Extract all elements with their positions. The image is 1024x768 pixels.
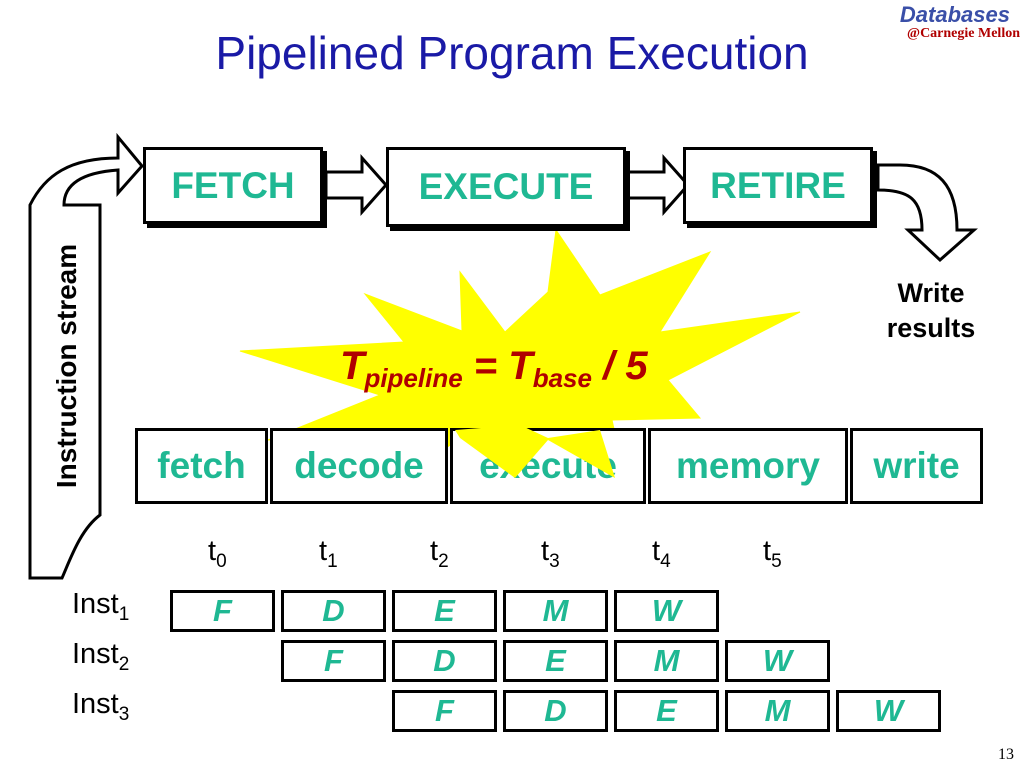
pipeline-cell: W xyxy=(614,590,719,632)
pipeline-cell: F xyxy=(392,690,497,732)
pipeline-cell: E xyxy=(614,690,719,732)
pipeline-cell: E xyxy=(503,640,608,682)
execute-to-retire-arrow xyxy=(626,154,691,216)
pipeline-stage-fetch: fetch xyxy=(135,428,268,504)
time-label: t4 xyxy=(652,535,671,572)
pipeline-cell: D xyxy=(503,690,608,732)
pipeline-cell: D xyxy=(392,640,497,682)
instruction-label: Inst1 xyxy=(72,588,130,625)
time-label: t1 xyxy=(319,535,338,572)
page-title: Pipelined Program Execution xyxy=(215,27,809,79)
pipeline-cell: M xyxy=(614,640,719,682)
fetch-to-execute-arrow xyxy=(324,154,389,216)
stage-retire: RETIRE xyxy=(683,147,873,224)
stage-fetch: FETCH xyxy=(143,147,323,224)
write-results-line: Write xyxy=(897,278,965,308)
stage-label: EXECUTE xyxy=(418,166,594,207)
write-results-label: Write results xyxy=(868,276,994,346)
stage-execute: EXECUTE xyxy=(386,147,626,227)
pipeline-stage-label: write xyxy=(873,445,960,486)
time-label: t2 xyxy=(430,535,449,572)
pipeline-stage-write: write xyxy=(850,428,983,504)
instruction-label: Inst3 xyxy=(72,688,130,725)
formula-divisor: / 5 xyxy=(591,344,648,388)
pipeline-stage-memory: memory xyxy=(648,428,848,504)
time-label: t0 xyxy=(208,535,227,572)
formula-sub-pipeline: pipeline xyxy=(364,363,463,393)
pipeline-cell: F xyxy=(281,640,386,682)
time-label: t5 xyxy=(763,535,782,572)
brand-logo-text: Databases xyxy=(899,2,1010,27)
time-label: t3 xyxy=(541,535,560,572)
formula-sub-base: base xyxy=(532,363,592,393)
pipeline-stage-decode: decode xyxy=(270,428,448,504)
pipeline-stage-label: decode xyxy=(294,445,424,486)
pipeline-cell: M xyxy=(725,690,830,732)
starburst-tail xyxy=(455,425,615,478)
stage-label: FETCH xyxy=(171,164,295,206)
stage-label: RETIRE xyxy=(710,164,846,206)
formula-equals: = xyxy=(462,344,509,388)
pipeline-stage-label: memory xyxy=(676,445,820,486)
pipeline-cell: E xyxy=(392,590,497,632)
pipeline-cell: D xyxy=(281,590,386,632)
pipeline-cell: M xyxy=(503,590,608,632)
formula-t: T xyxy=(340,344,365,388)
pipeline-stage-label: fetch xyxy=(157,445,246,486)
instruction-label: Inst2 xyxy=(72,638,130,675)
instruction-stream-arrow xyxy=(28,132,144,580)
brand-subtitle: @Carnegie Mellon xyxy=(907,26,1020,41)
page-number: 13 xyxy=(998,746,1014,763)
pipeline-cell: F xyxy=(170,590,275,632)
pipeline-formula: Tpipeline = Tbase / 5 xyxy=(340,344,700,394)
pipeline-cell: W xyxy=(725,640,830,682)
pipeline-cell: W xyxy=(836,690,941,732)
retire-to-output-arrow xyxy=(876,163,978,263)
write-results-line: results xyxy=(886,313,976,343)
formula-t: T xyxy=(508,344,533,388)
